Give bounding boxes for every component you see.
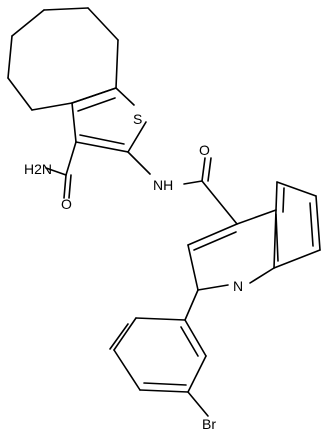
atom-labels: S H2N O NH O N Br [24, 111, 243, 432]
thiophene-ring [71, 87, 147, 153]
amine-nh2-label: H2N [24, 161, 52, 177]
bromine-atom-label: Br [202, 416, 216, 432]
amide-oxygen-label: O [61, 196, 72, 212]
cyclooctane-ring [7, 7, 119, 111]
quinoline-pyridine-ring [187, 209, 277, 291]
amide-linker [127, 151, 238, 225]
carbonyl-oxygen-label: O [199, 142, 210, 158]
quinoline-nitrogen-label: N [233, 278, 243, 294]
carboxamide-group [45, 141, 77, 199]
bromophenyl-ring [109, 317, 209, 417]
nh-atom-label: NH [153, 177, 173, 193]
quinoline-benzo-ring [273, 181, 321, 269]
aryl-link-bond [184, 289, 199, 321]
sulfur-atom-label: S [133, 111, 142, 127]
